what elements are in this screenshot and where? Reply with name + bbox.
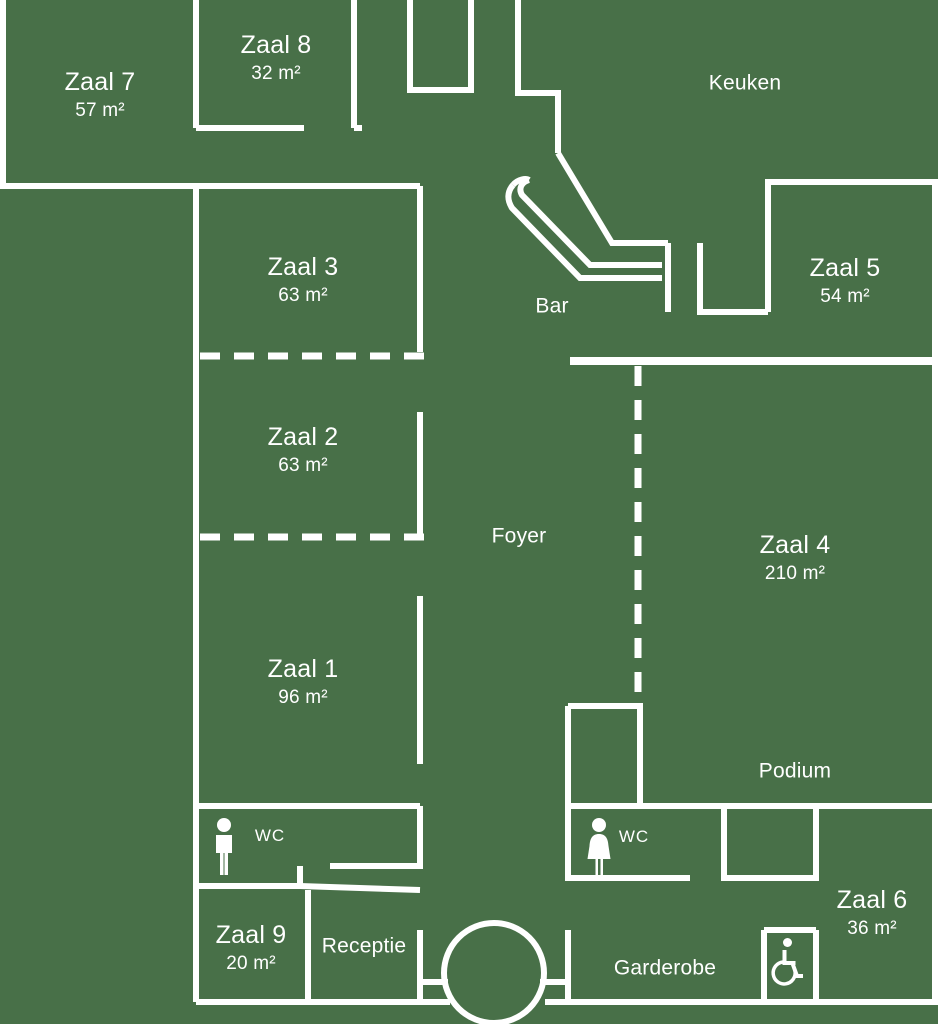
wall-wc-left-inner — [330, 806, 423, 869]
wall-receptie-top — [299, 883, 421, 893]
wall-group-bottom — [196, 182, 938, 1024]
wall-keuken-diagonal — [555, 151, 668, 246]
wall-service-room — [697, 243, 768, 315]
wall-corridor-step-left — [407, 0, 418, 93]
bar-counter-inner — [517, 177, 662, 268]
wall-group-zaal4 — [565, 359, 938, 809]
man-figure-icon — [216, 818, 232, 875]
wall-podium-sideroom — [568, 703, 643, 806]
wall-group-keuken-bar — [505, 151, 938, 363]
wall-zaal5-left — [765, 179, 938, 312]
woman-figure-icon — [587, 818, 611, 876]
bar-counter-outer — [505, 183, 662, 281]
wall-storage-room — [721, 806, 819, 881]
wall-keuken-left — [515, 0, 561, 153]
wall-corridor-step-right — [418, 0, 474, 93]
wall-wc-right-box — [565, 806, 690, 881]
revolving-door-icon — [441, 920, 547, 1024]
wall-group-top — [0, 0, 561, 189]
bar-counter-cap — [510, 176, 531, 188]
wall-group-left-halls — [193, 186, 424, 1002]
wheelchair-icon — [771, 938, 803, 986]
